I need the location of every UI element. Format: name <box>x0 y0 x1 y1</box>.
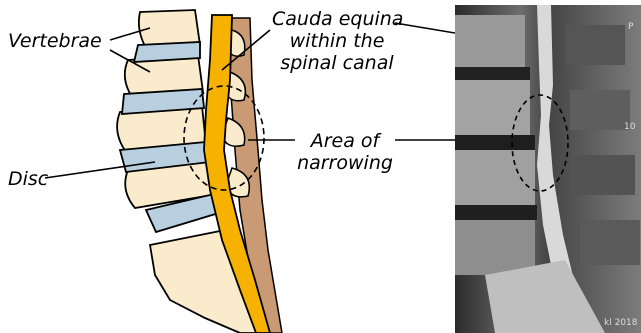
area-of-narrowing-label: Area of narrowing <box>295 130 395 174</box>
cauda-line-1: Cauda equina <box>272 8 402 30</box>
narrowing-line-1: Area of <box>295 130 395 152</box>
narrowing-line-2: narrowing <box>295 152 395 174</box>
cauda-line-3: spinal canal <box>272 52 402 74</box>
cauda-equina-label: Cauda equina within the spinal canal <box>272 8 402 74</box>
vertebrae-label: Vertebrae <box>8 30 102 52</box>
mri-mark-bottom: kl 2018 <box>604 318 637 328</box>
disc-label: Disc <box>8 168 48 190</box>
mri-image <box>455 5 641 333</box>
cauda-line-2: within the <box>272 30 402 52</box>
mri-mark-mid: 10 <box>624 122 635 132</box>
mri-mark-top: P <box>628 22 633 32</box>
disc-1 <box>134 42 200 62</box>
cauda-mri-pointer <box>395 23 455 33</box>
